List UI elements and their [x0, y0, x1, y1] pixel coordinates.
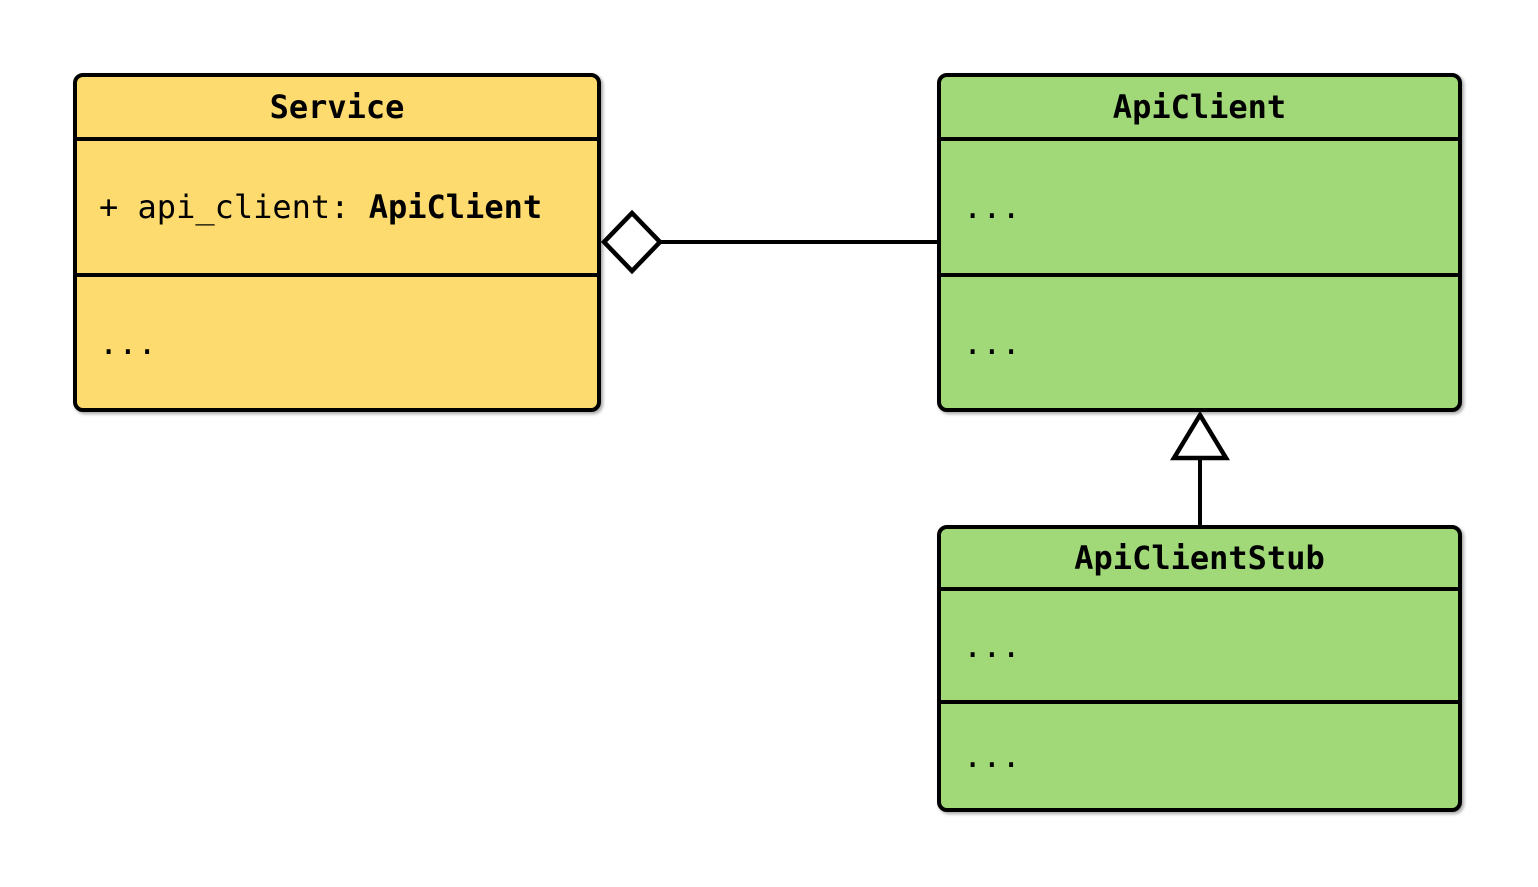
class-methods-service: ... — [77, 277, 597, 408]
aggregation-connector — [600, 209, 937, 275]
attribute-name: + api_client: — [99, 188, 369, 226]
class-box-service: Service + api_client: ApiClient ... — [73, 73, 601, 412]
attribute-type: ApiClient — [368, 188, 543, 226]
methods-placeholder: ... — [963, 737, 1021, 775]
class-title-apiclientstub: ApiClientStub — [941, 529, 1458, 591]
class-box-apiclientstub: ApiClientStub ... ... — [937, 525, 1462, 812]
class-title-service: Service — [77, 77, 597, 141]
class-methods-apiclient: ... — [941, 277, 1458, 408]
class-methods-apiclientstub: ... — [941, 704, 1458, 808]
class-attributes-service: + api_client: ApiClient — [77, 141, 597, 277]
attributes-placeholder: ... — [963, 188, 1021, 226]
class-attributes-apiclientstub: ... — [941, 591, 1458, 704]
inheritance-connector — [1170, 410, 1230, 525]
attributes-placeholder: ... — [963, 626, 1021, 665]
methods-placeholder: ... — [963, 323, 1021, 362]
class-title-apiclient: ApiClient — [941, 77, 1458, 141]
class-attributes-apiclient: ... — [941, 141, 1458, 277]
methods-placeholder: ... — [99, 323, 157, 362]
class-box-apiclient: ApiClient ... ... — [937, 73, 1462, 412]
inheritance-triangle-icon — [1170, 410, 1230, 461]
aggregation-diamond-icon — [600, 209, 664, 275]
attribute-line: + api_client: ApiClient — [99, 188, 542, 226]
